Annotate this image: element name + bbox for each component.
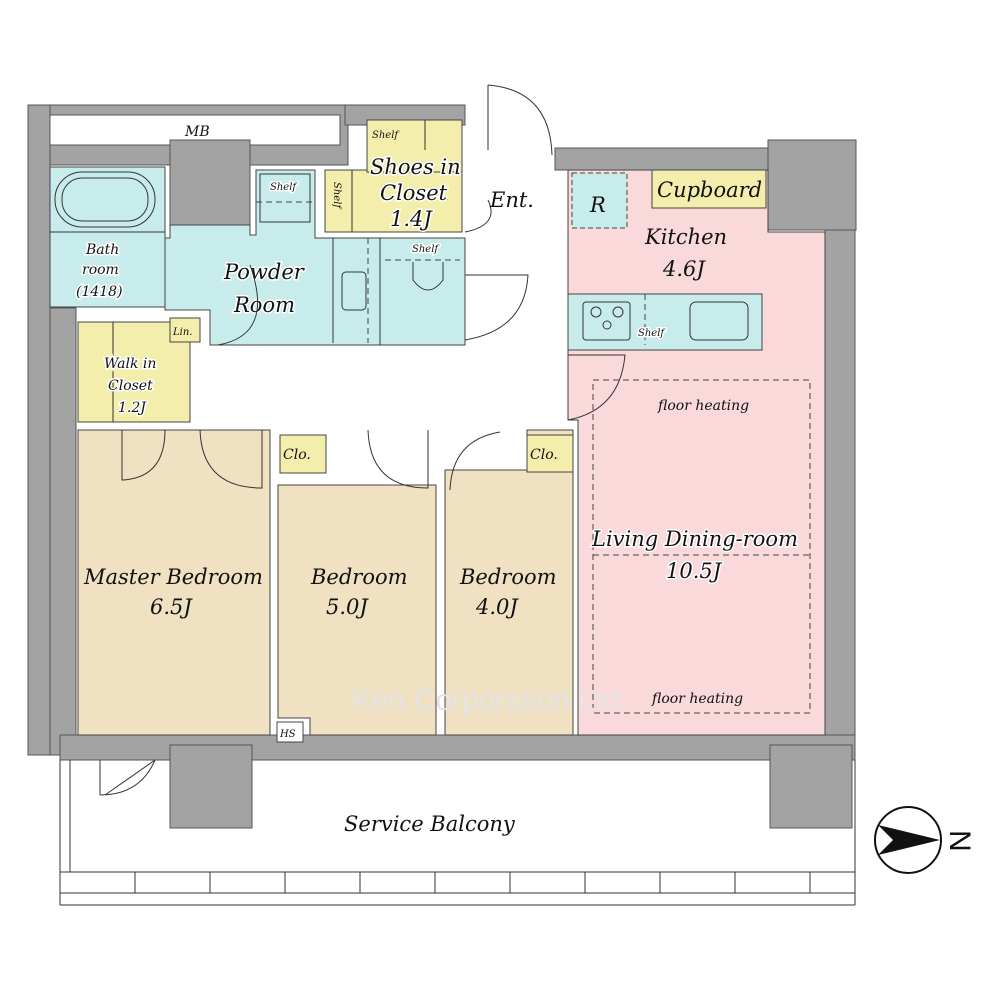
compass-north-label: N <box>943 830 976 852</box>
master-bedroom <box>77 429 271 736</box>
toilet-icon <box>412 262 444 291</box>
powder-label-2: Room <box>233 293 295 317</box>
bedroom-3-label: Bedroom <box>459 565 557 589</box>
shoes-size: 1.4J <box>390 207 433 231</box>
balcony-label: Service Balcony <box>344 812 516 836</box>
closet-label: Clo. <box>530 447 558 463</box>
shoes-label: Shoes in <box>370 155 461 179</box>
bedroom-2 <box>277 484 437 736</box>
mb-label: MB <box>184 124 210 140</box>
floor-heating-label-2: floor heating <box>651 691 743 707</box>
hs-box <box>276 721 304 743</box>
shelf-label: Shelf <box>372 130 400 141</box>
kitchen-size: 4.6J <box>662 257 706 281</box>
sink-icon <box>341 271 367 311</box>
bedroom-2-label: Bedroom <box>310 565 408 589</box>
bath-label: Bath <box>85 242 119 258</box>
shoes-closet <box>324 169 463 233</box>
bathtub-icon <box>54 171 156 228</box>
stove-icon <box>582 301 631 341</box>
master-bedroom-size: 6.5J <box>150 595 193 619</box>
refrigerator-label: R <box>589 193 606 217</box>
kitchen-label: Kitchen <box>644 225 727 249</box>
floor-heating-label: floor heating <box>657 398 749 414</box>
shelf-label: Shelf <box>638 328 666 339</box>
refrigerator <box>571 172 628 229</box>
powder-room <box>164 169 466 346</box>
entrance-label: Ent. <box>489 188 534 212</box>
shelf-label: Shelf <box>412 244 440 255</box>
shoes-label-2: Closet <box>380 181 448 205</box>
kitchen-counter <box>567 293 763 351</box>
living-size: 10.5J <box>666 559 723 583</box>
bath-size: (1418) <box>76 284 123 300</box>
kitchen-sink-icon <box>689 301 749 341</box>
closet-3 <box>526 434 574 473</box>
linen-closet <box>169 317 201 343</box>
shelf-label-vertical: Shelf <box>331 182 342 210</box>
service-balcony <box>59 759 856 906</box>
hs-label: HS <box>279 729 296 740</box>
closet-label: Clo. <box>283 447 311 463</box>
master-bedroom-label: Master Bedroom <box>83 565 263 589</box>
closet-2 <box>279 434 327 474</box>
living-label: Living Dining-room <box>591 527 798 551</box>
shelf-label: Shelf <box>270 182 298 193</box>
bedroom-2-size: 5.0J <box>326 595 369 619</box>
north-arrow-icon <box>874 806 942 874</box>
linen-label: Lin. <box>172 327 192 338</box>
bathroom <box>49 166 166 308</box>
bath-label-2: room <box>82 262 119 278</box>
walkin-label-2: Closet <box>108 378 153 394</box>
cupboard-label: Cupboard <box>657 178 762 202</box>
kitchen-living <box>567 169 826 736</box>
watermark: Ken Corporation Ltd. <box>352 684 629 717</box>
cupboard <box>651 169 767 209</box>
walkin-label: Walk in <box>104 356 156 372</box>
bedroom-3-size: 4.0J <box>475 595 519 619</box>
powder-label: Powder <box>223 260 306 284</box>
walkin-size: 1.2J <box>118 400 147 416</box>
railing-posts <box>134 872 811 893</box>
